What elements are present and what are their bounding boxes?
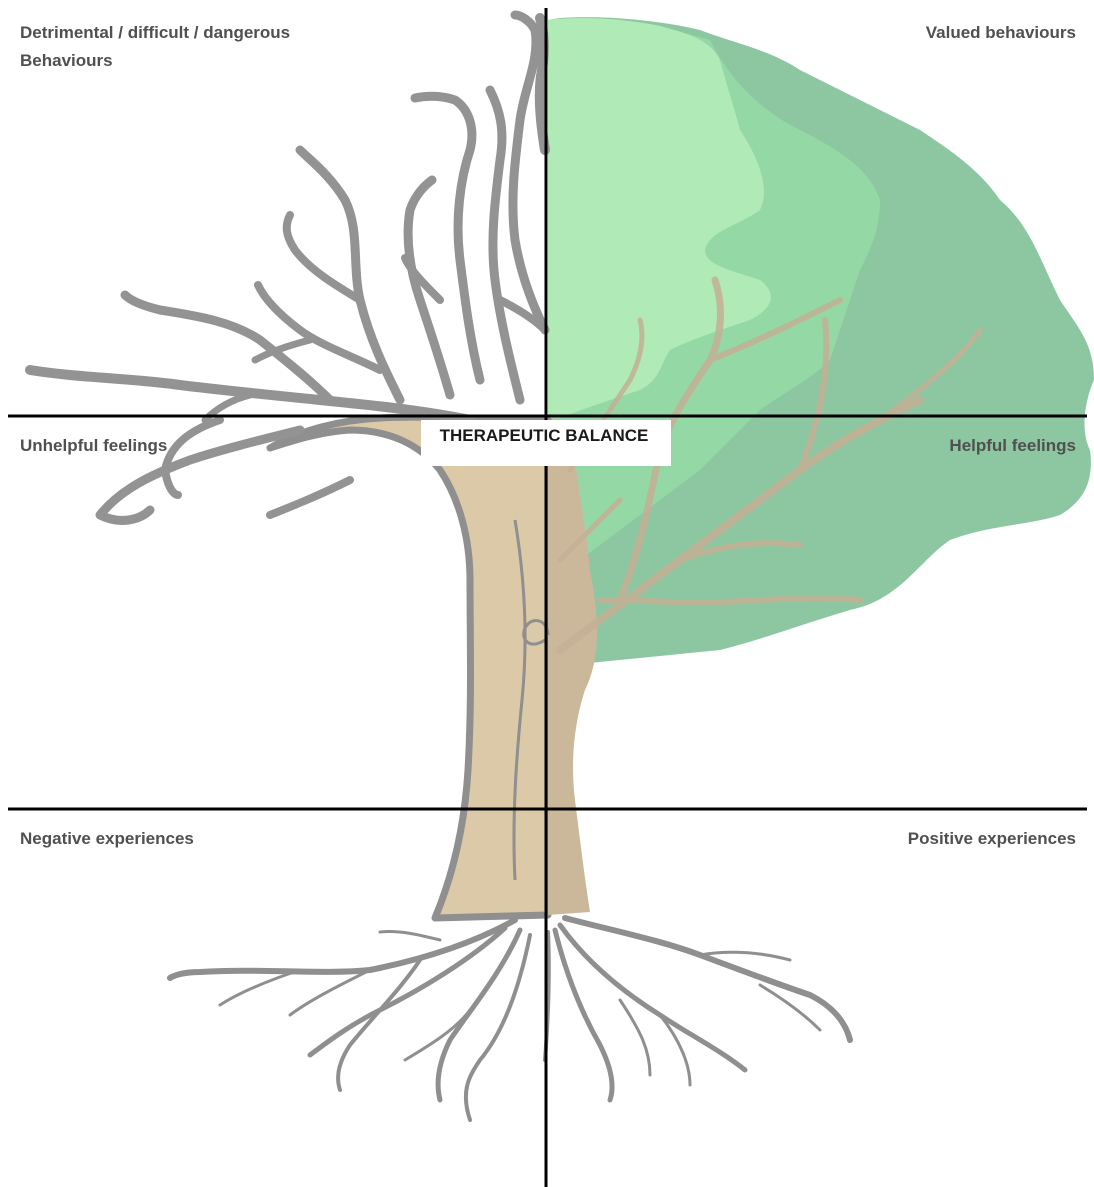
leafy-branch-8 [877, 327, 983, 423]
branch-low-right [266, 476, 354, 519]
root-right-main [562, 915, 853, 1043]
branch-mid-2 [496, 296, 549, 334]
therapeutic-balance-label: THERAPEUTIC BALANCE [439, 426, 649, 445]
branch-upper-1 [120, 290, 335, 405]
root-left-2 [307, 925, 508, 1058]
label-positive-experiences: Positive experiences [907, 829, 1076, 848]
leafy-branch-9 [557, 497, 623, 563]
root-right-5 [658, 1013, 692, 1087]
branch-mid-3 [251, 336, 314, 364]
root-right-8 [758, 983, 822, 1032]
root-left-5 [336, 958, 422, 1092]
leafy-branch-5 [707, 297, 843, 363]
leafy-branch-4 [597, 595, 863, 606]
label-valued-behaviours: Valued behaviours [925, 23, 1076, 42]
root-left-3 [435, 927, 523, 1103]
label-helpful-feelings: Helpful feelings [949, 436, 1076, 455]
trunk-right-half [548, 420, 597, 915]
root-left-main [167, 917, 518, 981]
root-right-2 [557, 922, 748, 1073]
leafy-branch-6 [797, 317, 830, 473]
branch-mid-1 [401, 254, 444, 304]
branch-low-left-2 [161, 416, 224, 499]
root-right-3 [552, 927, 615, 1103]
leafy-branches [556, 276, 983, 654]
label-unhelpful-feelings: Unhelpful feelings [20, 436, 168, 455]
label-detrimental-line1: Detrimental / difficult / dangerous [20, 23, 291, 42]
foliage-light-layer [548, 18, 771, 418]
branch-upper-6 [410, 91, 485, 385]
label-detrimental-behaviours: Detrimental / difficult / dangerous Beha… [20, 19, 290, 75]
label-detrimental-line2: Behaviours [20, 51, 113, 70]
branch-upper-2 [295, 145, 405, 405]
root-left-7 [218, 968, 302, 1007]
root-left-6 [288, 968, 372, 1017]
foliage [548, 17, 1094, 665]
branch-upper-4 [282, 211, 364, 304]
roots [167, 915, 853, 1122]
quadrant-axes [8, 8, 1087, 1187]
branch-upper-7 [485, 85, 525, 405]
therapeutic-balance-box: THERAPEUTIC BALANCE [421, 420, 671, 466]
bare-branches [25, 10, 550, 525]
root-left-9 [378, 930, 442, 942]
root-left-4 [463, 933, 532, 1122]
trunk-left-half [266, 413, 552, 922]
root-right-6 [698, 950, 792, 962]
label-negative-experiences: Negative experiences [20, 829, 194, 848]
branch-low-left [95, 425, 305, 525]
root-left-8 [403, 1008, 472, 1062]
leafy-branch-1 [556, 396, 924, 654]
leafy-branch-3 [677, 540, 803, 563]
root-right-7 [618, 998, 652, 1077]
branch-top-right [534, 13, 550, 155]
trunk-inner-line [512, 519, 527, 881]
branch-upper-8 [508, 10, 550, 335]
branch-upper-3 [254, 281, 384, 374]
